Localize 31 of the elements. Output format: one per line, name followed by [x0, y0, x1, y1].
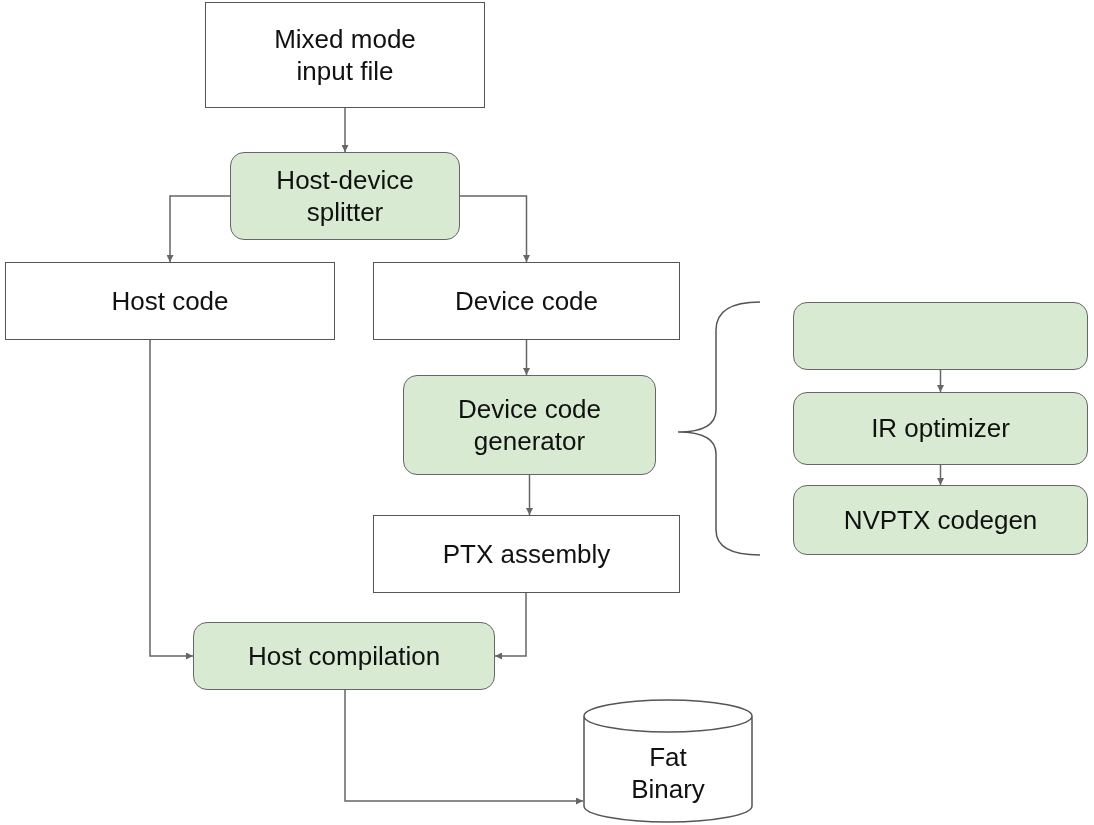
arrow: [459, 195, 530, 263]
node-label: Host compilation: [247, 639, 441, 673]
process-step-box: [793, 302, 1088, 370]
node-label: Fat Binary: [630, 740, 706, 806]
process-box: [5, 262, 335, 340]
arrow: [341, 107, 349, 153]
arrow: [937, 369, 944, 393]
process-step-box: [193, 622, 495, 690]
node-label: Host-device splitter: [275, 163, 415, 229]
process-box: [205, 2, 485, 108]
node-label: Device code: [454, 284, 599, 318]
arrow: [523, 339, 530, 376]
node-label: Host code: [111, 284, 229, 318]
arrow: [526, 474, 533, 516]
node-label: PTX assembly: [442, 537, 611, 571]
arrow: [166, 195, 231, 263]
arrow: [494, 592, 527, 660]
process-step-box: [230, 152, 460, 240]
database-cylinder: [583, 700, 753, 822]
process-box: [373, 515, 680, 593]
process-step-box: [793, 392, 1088, 465]
node-label: Device code generator: [456, 392, 603, 458]
arrow: [149, 339, 194, 660]
process-step-box: [403, 375, 656, 475]
node-label: Mixed mode input file: [273, 22, 417, 88]
process-step-box: [793, 485, 1088, 555]
node-label: IR optimizer: [871, 412, 1010, 445]
arrow: [937, 464, 944, 486]
process-box: [373, 262, 680, 340]
arrow: [344, 689, 584, 805]
node-label: NVPTX codegen: [843, 503, 1038, 537]
